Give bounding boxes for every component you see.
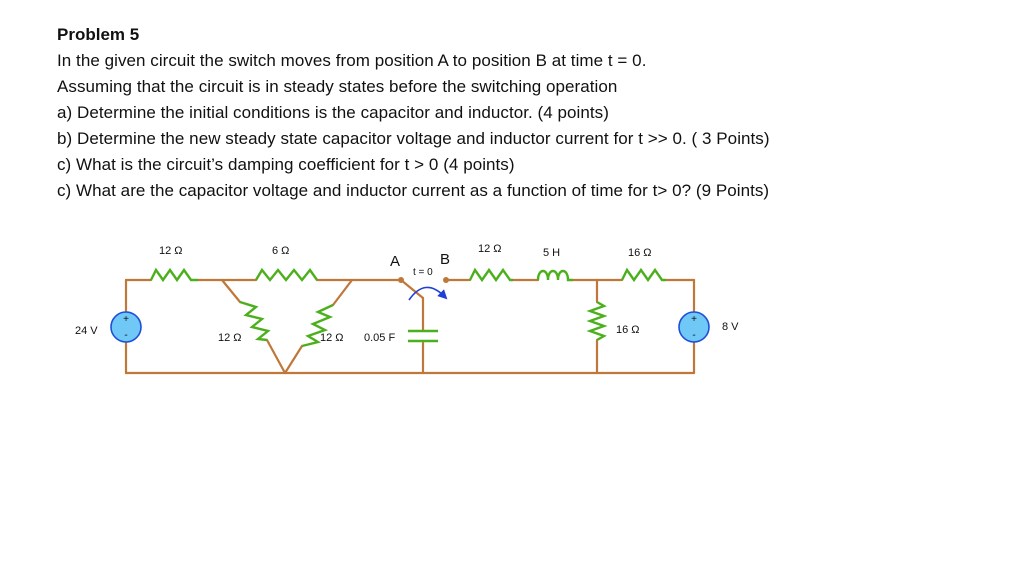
problem-statement: In the given circuit the switch moves fr… (57, 51, 647, 70)
svg-text:+: + (123, 314, 129, 325)
label-24v: 24 V (75, 325, 98, 337)
problem-assumption: Assuming that the circuit is in steady s… (57, 77, 618, 96)
resistor-16-shunt (586, 300, 608, 342)
label-switch-time: t = 0 (413, 267, 433, 278)
problem-text: Problem 5 In the given circuit the switc… (57, 22, 770, 204)
label-8v: 8 V (722, 321, 739, 333)
label-r-delta-left: 12 Ω (218, 332, 242, 344)
label-r-top-left: 12 Ω (159, 245, 183, 257)
switch-arrow-icon (408, 286, 448, 301)
svg-text:-: - (692, 330, 695, 341)
label-switch-a: A (390, 253, 400, 270)
resistor-6-top-mid (254, 267, 318, 282)
question-c1: c) What is the circuit’s damping coeffic… (57, 155, 515, 174)
label-inductor: 5 H (543, 247, 560, 259)
resistor-12-top-left (149, 267, 198, 283)
svg-text:-: - (124, 330, 127, 341)
switch-contact-a (398, 277, 404, 283)
label-r-delta-right: 12 Ω (320, 332, 344, 344)
label-switch-b: B (440, 251, 450, 268)
problem-title: Problem 5 (57, 25, 140, 44)
svg-text:+: + (691, 314, 697, 325)
question-c2: c) What are the capacitor voltage and in… (57, 181, 770, 200)
label-r-shunt: 16 Ω (616, 324, 640, 336)
resistor-12-delta-left (239, 300, 271, 342)
switch-contact-b (443, 277, 449, 283)
label-r-series-b: 12 Ω (478, 243, 502, 255)
capacitor-005f (408, 329, 438, 343)
label-capacitor: 0.05 F (364, 332, 395, 344)
voltage-source-8v: + - (678, 311, 710, 343)
resistor-16-top-right (620, 267, 666, 283)
label-r-top-mid: 6 Ω (272, 245, 289, 257)
wires (124, 278, 696, 375)
label-r-top-right: 16 Ω (628, 247, 652, 259)
resistor-12-series-b (468, 267, 513, 283)
question-b: b) Determine the new steady state capaci… (57, 129, 770, 148)
resistor-12-delta-right (301, 303, 334, 348)
inductor-5h (536, 269, 573, 282)
voltage-source-24v: + - (110, 311, 142, 343)
question-a: a) Determine the initial conditions is t… (57, 103, 609, 122)
